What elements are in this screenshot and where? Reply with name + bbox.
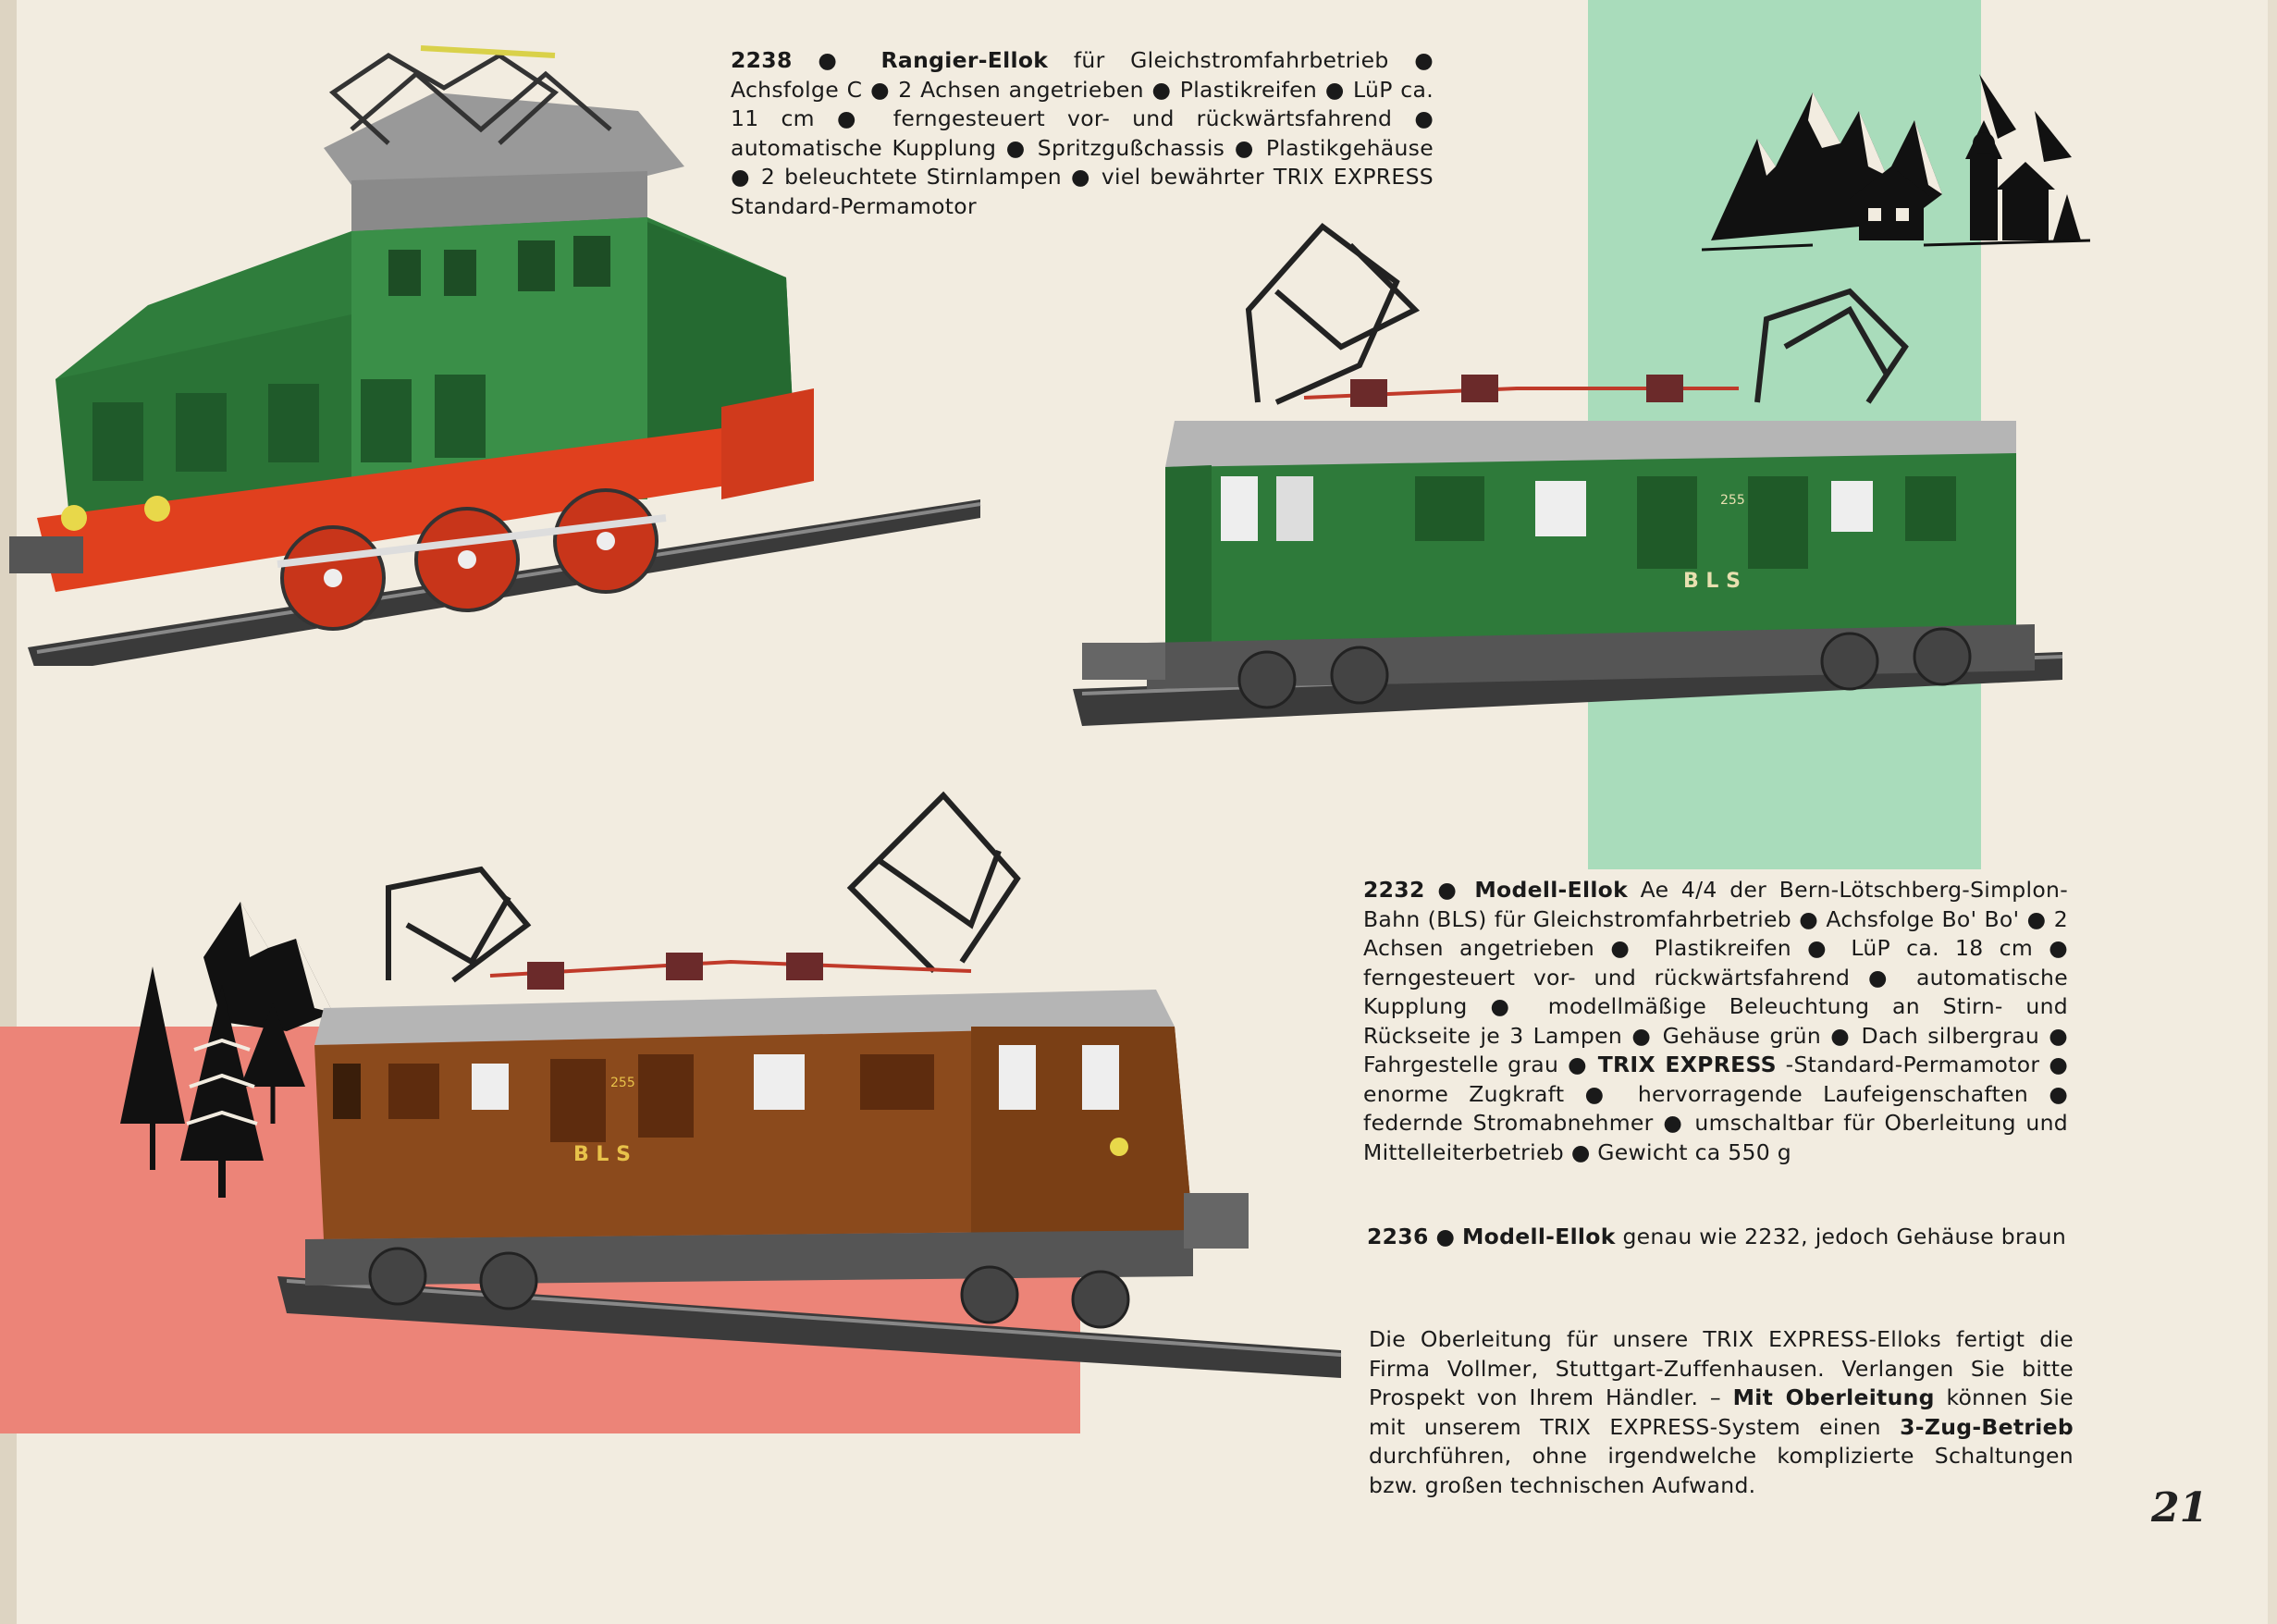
product-2238-title: Rangier-Ellok: [880, 47, 1049, 73]
loco-2232-number: 255: [1720, 493, 1745, 508]
loco-2232-marking: B L S: [1683, 570, 1741, 593]
loco-2236-illustration: B L S 255: [277, 791, 1342, 1378]
product-2232-text-b: -Standard-Permamotor ● enorme Zugkraft ●…: [1363, 1052, 2069, 1165]
product-2232-text-a: Ae 4/4 der Bern-Lötschberg-Simplon-Bahn …: [1363, 877, 2068, 1077]
product-2236-title: Modell-Ellok: [1461, 1224, 1616, 1249]
overhead-note-part2: können Sie mit unserem TRIX EXPRESS-Syst…: [1369, 1384, 2074, 1440]
product-2238-text: für Gleichstromfahrbetrieb ● Achsfolge C…: [731, 47, 1434, 219]
loco-2236-marking: B L S: [573, 1143, 631, 1166]
overhead-note-bold2: 3-Zug-Betrieb: [1900, 1413, 2074, 1440]
loco-2238-illustration: [9, 45, 981, 666]
overhead-note-part1: Die Oberleitung für unsere TRIX EXPRESS-…: [1369, 1326, 2074, 1410]
page-edge: [2268, 0, 2277, 1624]
forest-mountain-illustration: [120, 902, 333, 1198]
product-2236-text: genau wie 2232, jedoch Gehäuse braun: [1622, 1224, 2067, 1249]
mountain-village-illustration: [1702, 74, 2090, 252]
product-2232-number: 2232: [1363, 877, 1425, 903]
overhead-note-bold1: Mit Oberleitung: [1732, 1384, 1935, 1410]
product-2232-title: Modell-Ellok: [1474, 877, 1629, 903]
product-2238-description: 2238 ● Rangier-Ellok für Gleichstromfahr…: [731, 47, 1434, 219]
product-2238-number: 2238: [731, 47, 793, 73]
product-2232-description: 2232 ● Modell-Ellok Ae 4/4 der Bern-Löts…: [1363, 877, 2069, 1165]
product-2236-number: 2236: [1367, 1224, 1429, 1249]
overhead-note-part3: durchführen, ohne irgendwelche komplizie…: [1369, 1443, 2074, 1498]
product-2236-description: 2236 ● Modell-Ellok genau wie 2232, jedo…: [1367, 1224, 2067, 1249]
loco-2232-illustration: B L S 255: [1073, 222, 2063, 726]
loco-2236-number: 255: [610, 1076, 635, 1090]
product-2232-highlight: TRIX EXPRESS: [1597, 1052, 1777, 1077]
page-number: 21: [2151, 1484, 2209, 1532]
overhead-line-note: Die Oberleitung für unsere TRIX EXPRESS-…: [1369, 1325, 2074, 1500]
